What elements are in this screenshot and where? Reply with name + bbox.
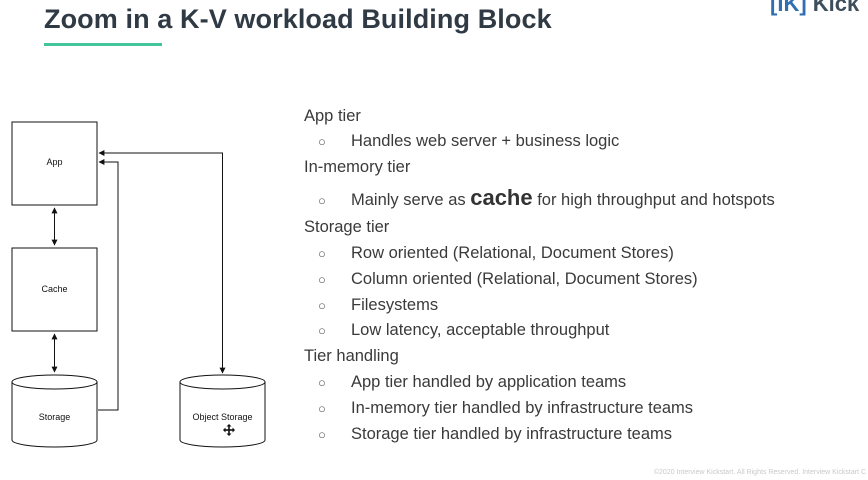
list-item: ○App tier handled by application teams [318, 373, 627, 391]
list-item: ○Filesystems [318, 296, 439, 314]
storage-tier-heading: Storage tier [304, 218, 390, 236]
move-cross-icon[interactable] [223, 424, 235, 436]
cache-node: Cache [11, 247, 98, 332]
logo-bracket: [IK] [770, 0, 807, 16]
list-item: ○Storage tier handled by infrastructure … [318, 425, 673, 443]
storage-node-label: Storage [39, 412, 71, 422]
bullet-marker: ○ [318, 375, 326, 390]
list-item: ○Column oriented (Relational, Document S… [318, 270, 698, 288]
title-underline [44, 43, 162, 46]
bullet-marker: ○ [318, 246, 326, 261]
cache-emphasis: cache [470, 185, 533, 210]
app-node-label: App [46, 157, 62, 167]
object-storage-node: Object Storage [179, 374, 266, 448]
slide-title: Zoom in a K-V workload Building Block [44, 4, 552, 34]
object-storage-node-label: Object Storage [192, 412, 252, 422]
bullet-marker: ○ [318, 401, 326, 416]
bullet-marker: ○ [318, 272, 326, 287]
bullet-marker: ○ [318, 323, 326, 338]
object-storage-app-connector [98, 150, 226, 374]
app-tier-heading: App tier [304, 107, 361, 125]
bullet-marker: ○ [318, 134, 326, 149]
list-item: ○Row oriented (Relational, Document Stor… [318, 244, 674, 262]
bullet-marker: ○ [318, 427, 326, 442]
list-item: ○Handles web server + business logic [318, 132, 620, 150]
list-item: ○Low latency, acceptable throughput [318, 321, 610, 339]
memory-tier-heading: In-memory tier [304, 158, 411, 176]
copyright-footer: ©2020 Interview Kickstart. All Rights Re… [653, 469, 866, 476]
cache-node-label: Cache [41, 284, 67, 294]
list-item: ○Mainly serve as cache for high throughp… [318, 185, 775, 210]
list-item: ○In-memory tier handled by infrastructur… [318, 399, 694, 417]
bullet-marker: ○ [318, 298, 326, 313]
app-node: App [11, 121, 98, 206]
tier-handling-heading: Tier handling [304, 347, 399, 365]
logo-text: Kick [812, 0, 860, 16]
bullet-marker: ○ [318, 193, 326, 208]
brand-logo: [IK] Kick [770, 0, 859, 17]
storage-node: Storage [11, 374, 98, 448]
